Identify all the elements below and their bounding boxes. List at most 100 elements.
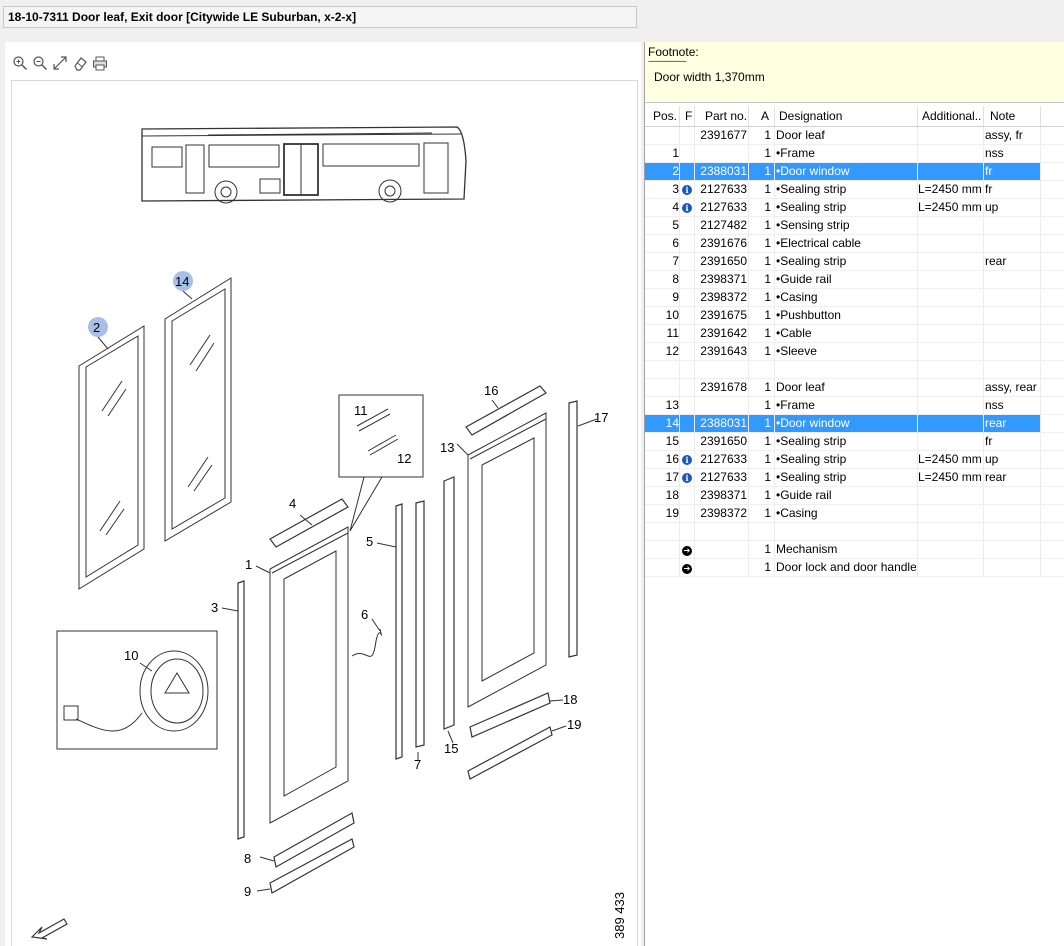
info-icon[interactable]: i xyxy=(682,473,692,483)
col-header-pos[interactable]: Pos. xyxy=(653,109,678,123)
cell-part: 2391643 xyxy=(700,344,747,358)
cell-part: 2127633 xyxy=(700,452,747,466)
eraser-icon[interactable] xyxy=(71,54,89,72)
cell-des xyxy=(776,361,916,378)
callout-16: 16 xyxy=(484,383,498,398)
exploded-view-drawing[interactable]: 1 2 3 4 5 6 7 8 9 10 11 12 13 14 15 16 1… xyxy=(11,80,638,946)
callout-14: 14 xyxy=(175,274,189,289)
col-header-f[interactable]: F xyxy=(685,109,693,123)
cell-des xyxy=(776,523,916,540)
col-header-additional[interactable]: Additional... xyxy=(922,109,982,123)
cell-a: 1 xyxy=(764,200,771,214)
cell-f[interactable]: i xyxy=(680,451,694,468)
info-icon[interactable]: i xyxy=(682,203,692,213)
cell-f[interactable]: i xyxy=(680,199,694,216)
row-cells[interactable] xyxy=(645,523,1041,540)
arrow-right-icon[interactable]: ➔ xyxy=(682,564,692,574)
detail-box-cable xyxy=(338,394,424,532)
cell-f[interactable]: ➔ xyxy=(680,559,694,576)
cell-add xyxy=(918,397,982,414)
leader-lines xyxy=(139,399,598,892)
cell-f xyxy=(680,217,694,234)
print-icon[interactable] xyxy=(91,54,109,72)
table-row[interactable] xyxy=(645,361,1064,379)
cell-a: 1 xyxy=(764,488,771,502)
zoom-out-icon[interactable] xyxy=(31,54,49,72)
col-header-a[interactable]: A xyxy=(761,109,770,123)
cell-note: fr xyxy=(985,182,993,196)
cell-a xyxy=(749,523,771,540)
cell-f[interactable]: ➔ xyxy=(680,541,694,558)
cell-add xyxy=(918,235,982,252)
cell-add xyxy=(918,289,982,306)
info-icon[interactable]: i xyxy=(682,185,692,195)
table-row[interactable] xyxy=(645,523,1064,541)
parts-list-pane: Footnote: ------------------- Door width… xyxy=(644,42,1064,946)
cell-f xyxy=(680,145,694,162)
cell-f xyxy=(680,487,694,504)
col-header-part-no[interactable]: Part no. xyxy=(705,109,748,123)
cell-a: 1 xyxy=(764,470,771,484)
info-icon[interactable]: i xyxy=(682,455,692,465)
splitter[interactable] xyxy=(641,42,644,946)
fit-to-window-icon[interactable] xyxy=(51,54,69,72)
cell-add: L=2450 mm xyxy=(918,470,982,484)
col-header-note[interactable]: Note xyxy=(990,109,1016,123)
cell-f[interactable]: i xyxy=(680,469,694,486)
arrow-right-icon[interactable]: ➔ xyxy=(682,546,692,556)
zoom-in-icon[interactable] xyxy=(11,54,29,72)
cell-des: •Sensing strip xyxy=(776,218,850,232)
col-header-designation[interactable]: Designation xyxy=(779,109,843,123)
row-cells[interactable] xyxy=(645,361,1041,378)
cell-des: Door leaf xyxy=(776,380,825,394)
cell-f[interactable]: i xyxy=(680,181,694,198)
callout-9: 9 xyxy=(244,884,251,899)
